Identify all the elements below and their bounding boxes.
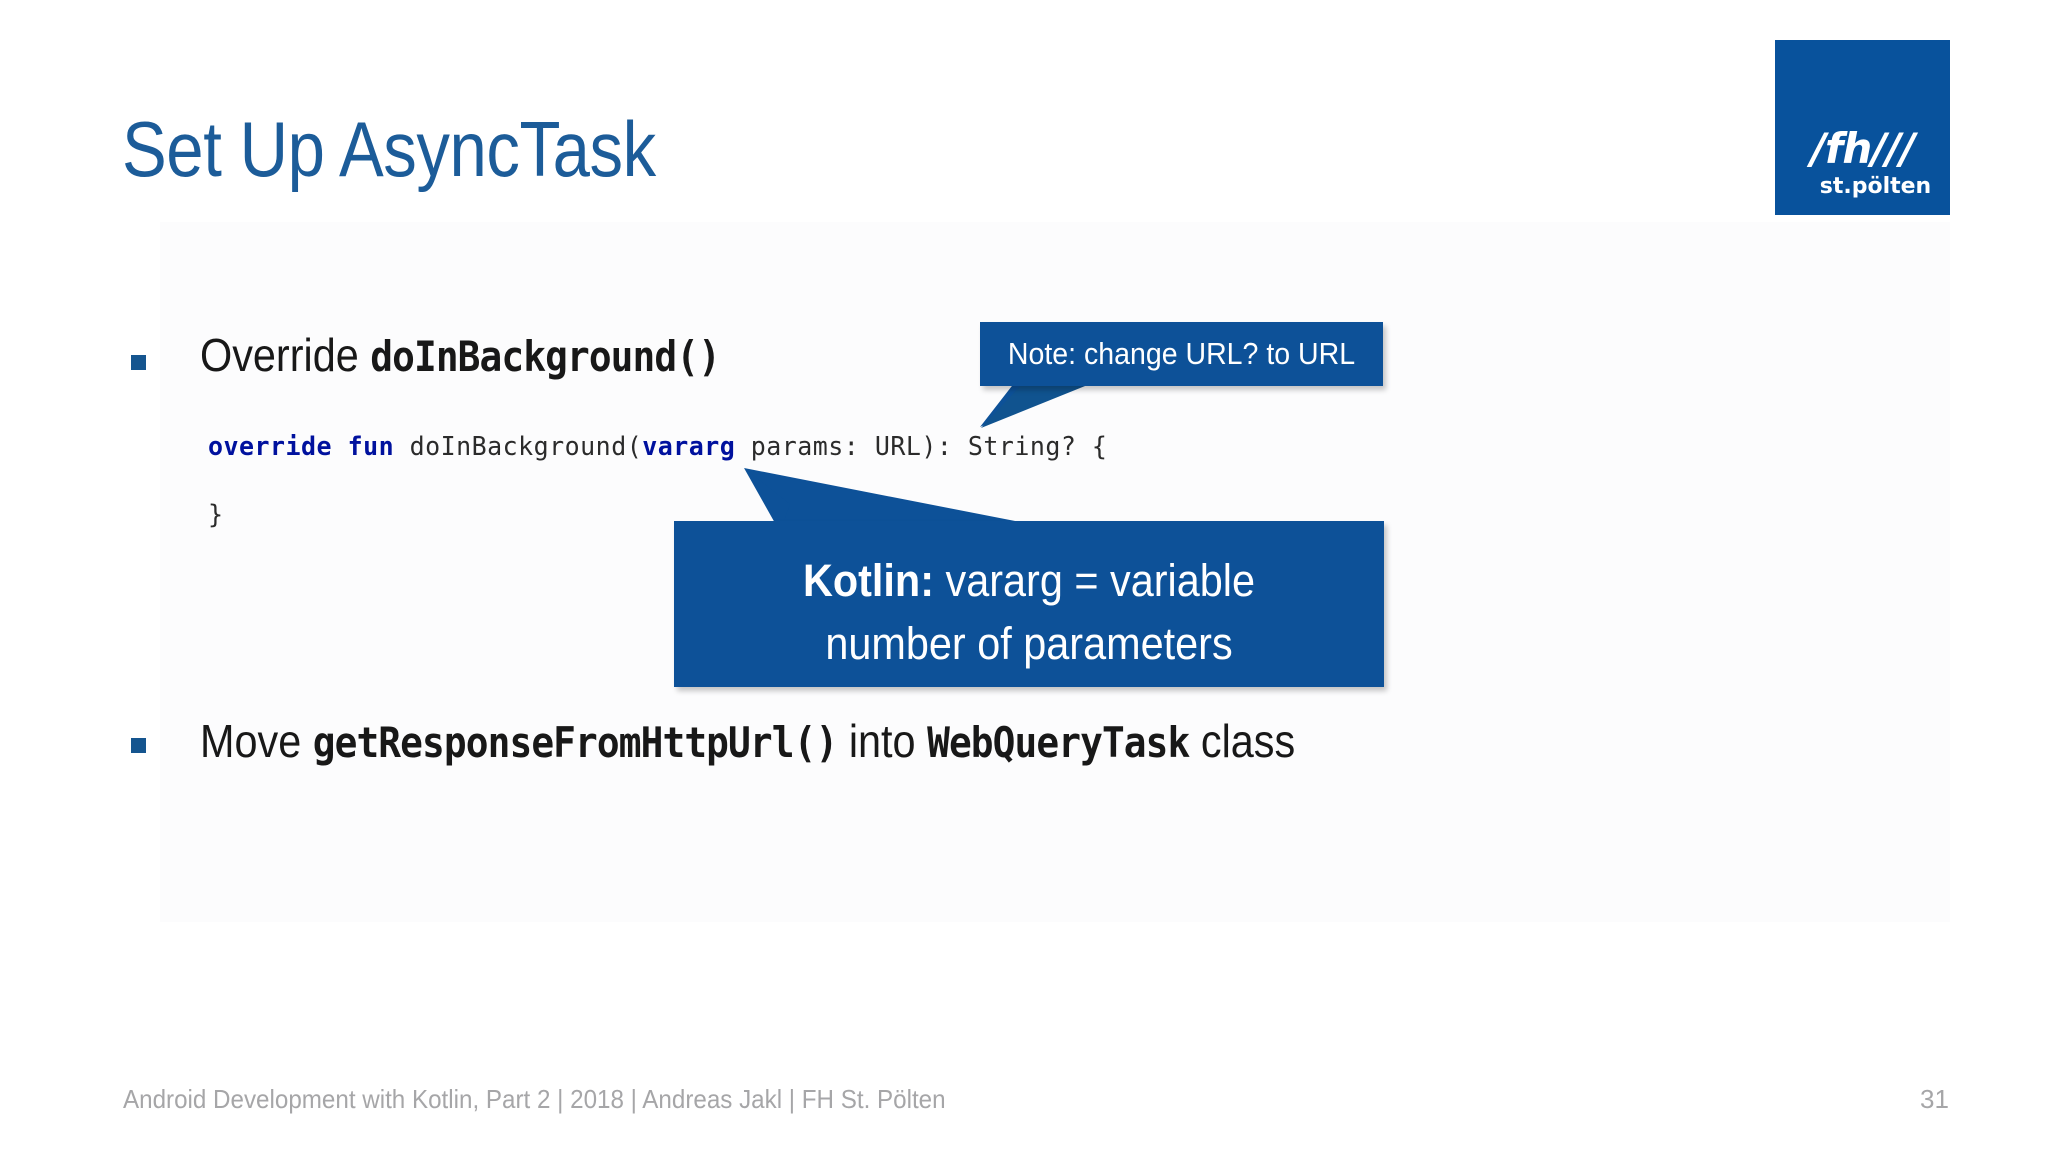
bullet-1-code: doInBackground() bbox=[370, 332, 721, 381]
bullet-2-mid: into bbox=[837, 715, 928, 767]
code-closing-brace: } bbox=[208, 500, 224, 530]
kotlin-callout-bold: Kotlin: bbox=[802, 555, 935, 606]
bullet-2-lead: Move bbox=[200, 715, 313, 767]
code-signature-part-1: doInBackground( bbox=[394, 432, 643, 462]
bullet-2-trail: class bbox=[1189, 715, 1296, 767]
fh-st-poelten-logo: /fh/// st.pölten bbox=[1775, 40, 1950, 215]
code-keyword-override-fun: override fun bbox=[208, 432, 395, 462]
kotlin-callout-line2: number of parameters bbox=[825, 618, 1233, 669]
code-signature-part-2: params: URL): String? { bbox=[735, 432, 1108, 462]
bullet-1-lead: Override bbox=[200, 329, 371, 381]
kotlin-callout-rest: vararg = variable bbox=[934, 555, 1256, 606]
note-callout-text: Note: change URL? to URL bbox=[1007, 336, 1356, 371]
note-callout: Note: change URL? to URL bbox=[980, 322, 1383, 386]
footer-caption: Android Development with Kotlin, Part 2 … bbox=[123, 1084, 946, 1114]
kotlin-callout: Kotlin: vararg = variable number of para… bbox=[674, 521, 1384, 687]
bullet-2-code-2: WebQueryTask bbox=[927, 718, 1190, 767]
bullet-item-2: Move getResponseFromHttpUrl() into WebQu… bbox=[200, 718, 1295, 764]
code-keyword-vararg: vararg bbox=[642, 432, 736, 462]
kotlin-callout-text: Kotlin: vararg = variable number of para… bbox=[702, 549, 1355, 675]
page-title: Set Up AsyncTask bbox=[122, 105, 656, 193]
logo-wordmark: /fh/// bbox=[1810, 124, 1916, 173]
bullet-item-1: Override doInBackground() bbox=[200, 329, 721, 381]
code-snippet: override fun doInBackground(vararg param… bbox=[208, 413, 1107, 549]
page-number: 31 bbox=[1920, 1084, 1949, 1114]
bullet-2-code: getResponseFromHttpUrl() bbox=[312, 718, 838, 767]
bullet-marker-1 bbox=[131, 355, 146, 370]
bullet-marker-2 bbox=[131, 738, 146, 753]
logo-subtitle: st.pölten bbox=[1819, 174, 1932, 199]
